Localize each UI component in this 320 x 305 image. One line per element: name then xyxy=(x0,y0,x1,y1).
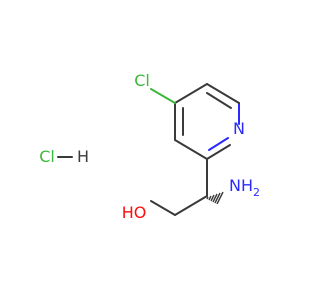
chlorine-ring-label: Cl xyxy=(134,71,150,90)
bond-c6-c5 xyxy=(206,83,240,104)
bond-c2-n1 xyxy=(206,144,231,160)
bond-c3-c2 xyxy=(174,139,208,160)
bond-c5-c4 xyxy=(174,83,208,104)
bond-ch2-o xyxy=(150,200,176,216)
salt-h-label: H xyxy=(77,147,89,166)
amine-label: NH xyxy=(229,176,253,195)
hydroxyl-label: HO xyxy=(122,203,147,222)
pyridine-ring xyxy=(174,83,240,160)
nitrogen-ring-label: N xyxy=(233,119,245,138)
bond-calpha-ch2 xyxy=(174,195,208,216)
molecule-canvas: Cl N NH 2 HO Cl H xyxy=(39,71,260,222)
salt-cl-label: Cl xyxy=(39,147,55,166)
bond-c2-n1-inner xyxy=(208,137,229,151)
amine-h-count: 2 xyxy=(253,186,260,199)
bond-c4-cl xyxy=(150,88,176,104)
hashed-wedge-icon xyxy=(206,191,224,205)
bond-c6-c5-inner xyxy=(206,92,232,109)
structure-diagram: Cl N NH 2 HO Cl H xyxy=(39,71,260,222)
